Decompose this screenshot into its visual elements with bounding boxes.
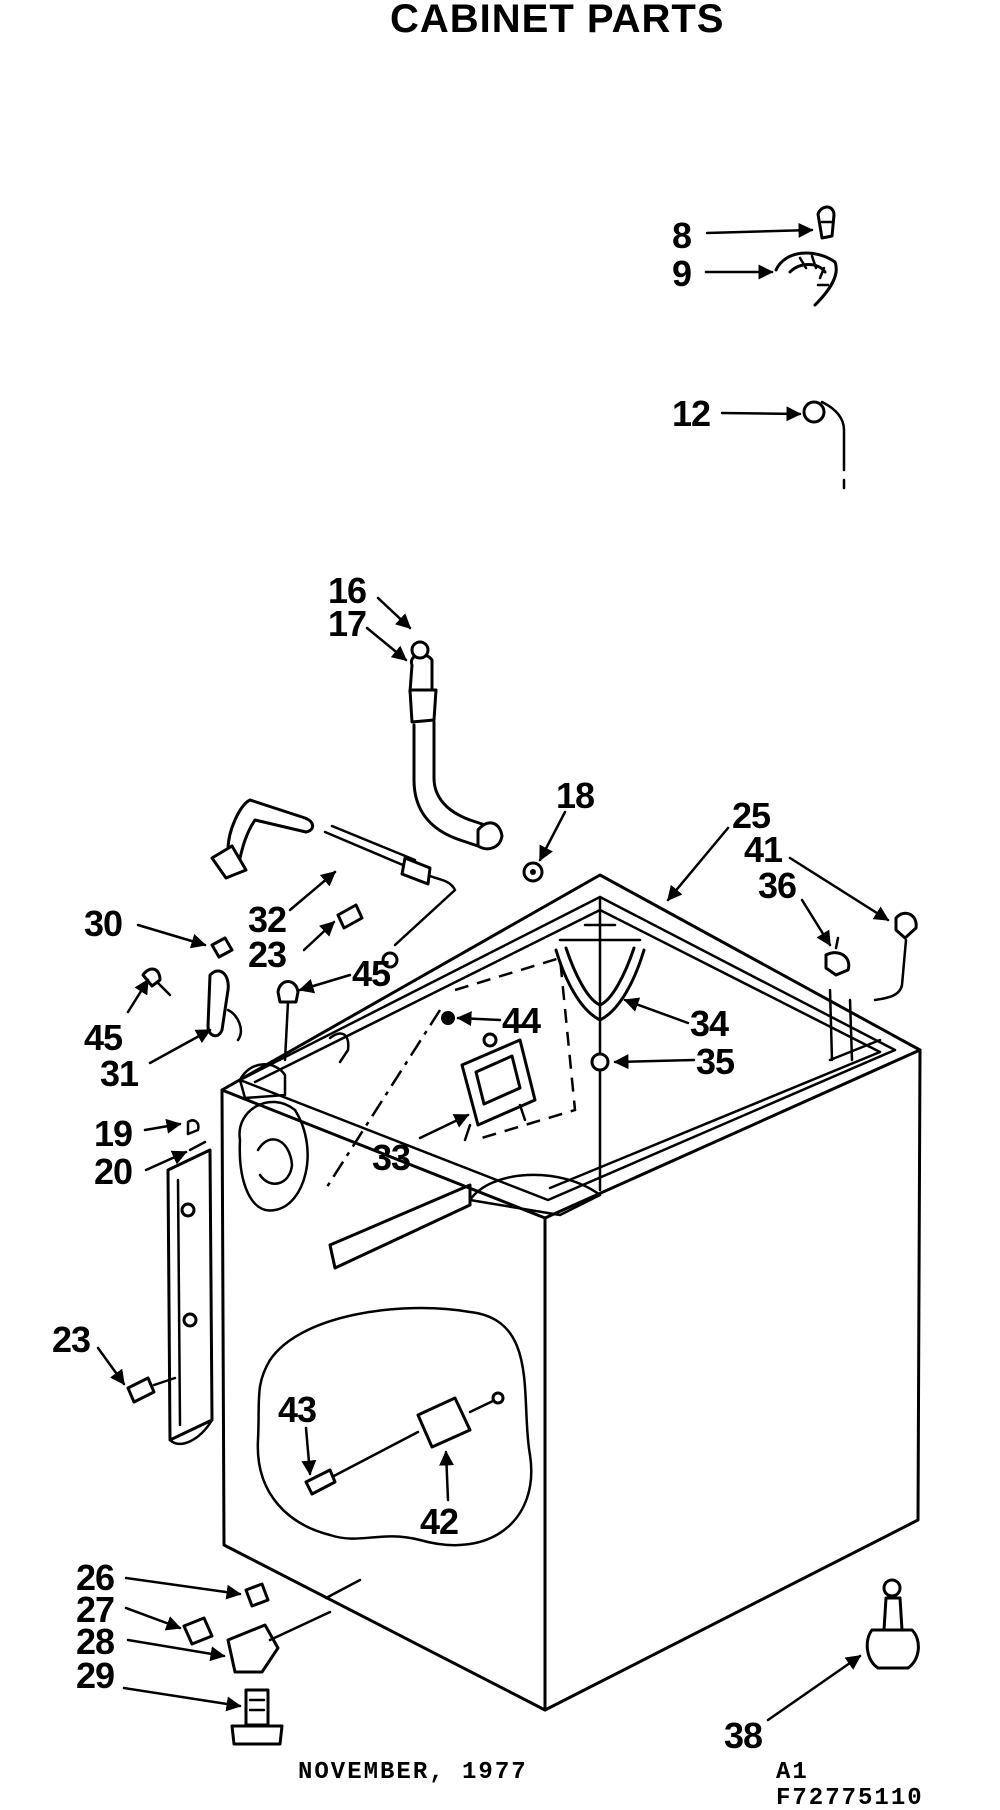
- callout-26: 26: [76, 1557, 114, 1598]
- callout-23a: 23: [248, 934, 286, 975]
- part-27-spacer: [182, 1616, 214, 1646]
- callout-42: 42: [420, 1501, 458, 1542]
- part-45-screw-left: [141, 967, 172, 997]
- callout-43: 43: [278, 1389, 316, 1430]
- callout-19: 19: [94, 1113, 132, 1154]
- callout-33: 33: [372, 1137, 410, 1178]
- part-9-hose-clamp: [774, 251, 838, 307]
- part-29-leveling-leg: [230, 1688, 284, 1746]
- callout-38: 38: [724, 1715, 762, 1756]
- cabinet-body: [220, 873, 922, 1712]
- footer-code-line1: A1: [776, 1759, 809, 1786]
- leader-lines: [96, 222, 890, 1722]
- callout-32: 32: [248, 899, 286, 940]
- hose-assembly: [408, 640, 504, 851]
- callout-31: 31: [100, 1053, 139, 1094]
- part-44-fastener: [441, 1011, 455, 1025]
- part-45-screw-center: [276, 951, 399, 1062]
- callout-23b: 23: [52, 1319, 90, 1360]
- part-30-clip: [210, 936, 234, 959]
- callout-41: 41: [744, 829, 783, 870]
- cutaway-window: [256, 1306, 533, 1547]
- part-41-clip: [873, 911, 918, 1002]
- callout-20: 20: [94, 1151, 132, 1192]
- callout-12: 12: [672, 393, 710, 434]
- part-38-foot: [865, 1578, 920, 1670]
- callout-30: 30: [84, 903, 122, 944]
- footer-date: NOVEMBER, 1977: [298, 1759, 528, 1786]
- part-33-timer: [460, 1032, 537, 1142]
- callout-44: 44: [502, 1000, 541, 1041]
- part-32-rail: [210, 798, 457, 947]
- callout-16: 16: [328, 570, 366, 611]
- part-31-hinge: [206, 969, 243, 1042]
- callout-28: 28: [76, 1621, 114, 1662]
- callout-45a: 45: [352, 953, 391, 994]
- part-26-nut: [244, 1582, 270, 1608]
- part-34-bracket: [554, 946, 646, 1022]
- part-28-bracket: [226, 1578, 362, 1674]
- left-side-bracket: [126, 1119, 214, 1446]
- callout-36: 36: [758, 865, 796, 906]
- callout-25: 25: [732, 795, 771, 836]
- callout-9: 9: [672, 253, 691, 294]
- callout-8: 8: [672, 215, 691, 256]
- part-12-hose: [802, 400, 846, 490]
- callout-18: 18: [556, 775, 594, 816]
- part-8-screw: [816, 205, 836, 240]
- callout-labels: 8 9 12 16 17 18 25 41 36 30 32 23 45 45 …: [52, 215, 797, 1756]
- part-35-washer: [590, 1052, 610, 1072]
- callout-35: 35: [696, 1041, 735, 1082]
- callout-45b: 45: [84, 1017, 123, 1058]
- callout-34: 34: [690, 1003, 729, 1044]
- part-36-bumper: [824, 936, 851, 977]
- diagram-title: CABINET PARTS: [390, 0, 724, 41]
- part-18-grommet: [522, 861, 544, 883]
- timer-outline-dashed: [323, 956, 577, 1191]
- part-23-screw-top: [336, 903, 364, 930]
- callout-29: 29: [76, 1655, 114, 1696]
- callout-17: 17: [328, 603, 366, 644]
- callout-27: 27: [76, 1589, 114, 1630]
- part-42-switch: [304, 1391, 505, 1496]
- footer-code-line2: F72775110: [776, 1785, 924, 1810]
